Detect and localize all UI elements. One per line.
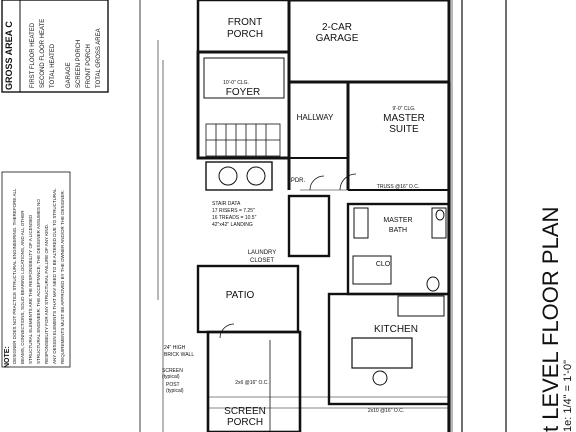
screen-callout: SCREEN: [162, 368, 183, 374]
post-callout: POST: [166, 382, 180, 388]
screen-callout-2: (typical): [162, 374, 180, 380]
note-line: RESPONSIBILITY FOR ANY STRUCTURAL FAILUR…: [44, 223, 49, 364]
closet-label: CLO.: [376, 261, 392, 268]
note-line: BEAMS, CONNECTIONS, SOLID BEARING LOCATI…: [20, 210, 25, 364]
screen-porch-label: SCREEN: [224, 406, 266, 417]
note-line: DESIGNER DOES NOT PRACTICE STRUCTURAL EN…: [12, 188, 17, 364]
note-line: ANY DESIGN ELEMENTS THAT MAY NEED TO BE …: [52, 188, 57, 364]
gross-area-row: FRONT PORCH: [86, 44, 92, 88]
garage-label-2: GARAGE: [316, 33, 359, 44]
kitchen-walls: [327, 292, 451, 406]
note-label: NOTE:: [4, 346, 11, 368]
plan-title: t LEVEL FLOOR PLAN: [538, 206, 563, 432]
master-bath-label-2: BATH: [389, 227, 407, 234]
gross-area-row: SECOND FLOOR HEATE: [40, 18, 46, 88]
beam-mid-label: TRUSS @16" O.C.: [377, 184, 419, 190]
gross-area-row: TOTAL HEATED: [50, 43, 56, 88]
master-suite-label-2: SUITE: [389, 124, 419, 135]
brick-wall-callout-2: BRICK WALL: [164, 352, 194, 358]
stair-data-1: STAIR DATA: [212, 201, 241, 207]
gross-area-row: FIRST FLOOR HEATED: [30, 22, 36, 88]
gross-area-row: SCREEN PORCH: [76, 39, 82, 88]
garage-walls: [287, 0, 451, 84]
plan-scale: 1e: 1/4" = 1'-0": [562, 360, 574, 432]
front-porch-label: FRONT: [228, 17, 262, 28]
beam-right-label: 2x10 @16" O.C.: [368, 408, 404, 414]
master-bath-label: MASTER: [383, 217, 412, 224]
garage-label: 2-CAR: [322, 22, 352, 33]
laundry-label-2: CLOSET: [250, 258, 274, 264]
post-callout-2: (typical): [166, 388, 184, 394]
gross-area-table: [1, 0, 109, 93]
stair-data-4: 42"x42" LANDING: [212, 222, 253, 228]
gross-area-header: GROSS AREA C: [4, 21, 14, 90]
patio-label: PATIO: [226, 290, 255, 301]
stair-data-3: 16 TREADS = 10.5": [212, 215, 257, 221]
powder-room-label: PDR.: [291, 178, 306, 184]
foyer-ceiling-label: 10'-0" CLG.: [223, 80, 249, 86]
stairs: [205, 123, 281, 157]
gross-area-row: TOTAL GROSS AREA: [96, 28, 102, 88]
stair-data-2: 17 RISERS = 7.25": [212, 208, 255, 214]
beam-bottom-label: 2x6 @16" O.C.: [235, 380, 269, 386]
foyer-label: FOYER: [226, 87, 260, 98]
note-line: REQUIREMENTS MUST BE APPROVED BY THE OWN…: [60, 190, 65, 364]
note-line: STRUCTURAL ELEMENTS ARE THE RESPONSIBILI…: [28, 214, 33, 364]
structural-note-box: [1, 171, 71, 368]
hallway-label: HALLWAY: [297, 113, 334, 122]
master-suite-label: MASTER: [383, 113, 425, 124]
gross-area-row: GARAGE: [66, 62, 72, 88]
master-suite-ceiling-label: 9'-0" CLG.: [392, 106, 415, 112]
note-line: STRUCTURAL ENGINEER. THE ACCEPTANCE, THE…: [36, 199, 41, 364]
front-porch-label-2: PORCH: [227, 29, 263, 40]
foyer-walls: [196, 50, 291, 160]
laundry-label: LAUNDRY: [248, 250, 277, 256]
screen-porch-label-2: PORCH: [227, 417, 263, 428]
kitchen-label: KITCHEN: [374, 324, 418, 335]
brick-wall-callout: 24" HIGH: [164, 345, 186, 351]
screen-porch-walls: [206, 330, 302, 432]
